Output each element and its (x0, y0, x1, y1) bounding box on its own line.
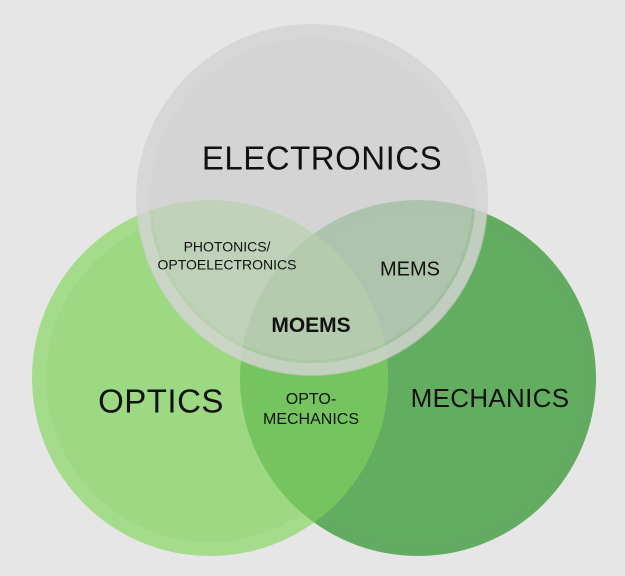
circle-electronics (136, 24, 488, 376)
label-photonics-line2: OPTOELECTRONICS (157, 256, 297, 272)
label-photonics-optoelectronics: PHOTONICS/ OPTOELECTRONICS (158, 239, 297, 274)
label-opto-line2: MECHANICS (262, 411, 360, 428)
label-opto-mechanics: OPTO- MECHANICS (263, 390, 359, 430)
label-opto-line1: OPTO- (285, 391, 337, 408)
circle-electronics-inner (152, 40, 472, 360)
label-electronics: ELECTRONICS (201, 139, 443, 177)
label-mechanics: MECHANICS (410, 382, 570, 413)
label-moems: MOEMS (271, 313, 351, 337)
label-optics: OPTICS (98, 382, 224, 420)
label-photonics-line1: PHOTONICS/ (183, 238, 271, 255)
label-mems: MEMS (380, 258, 440, 281)
circle-electronics-ring (137, 25, 487, 375)
